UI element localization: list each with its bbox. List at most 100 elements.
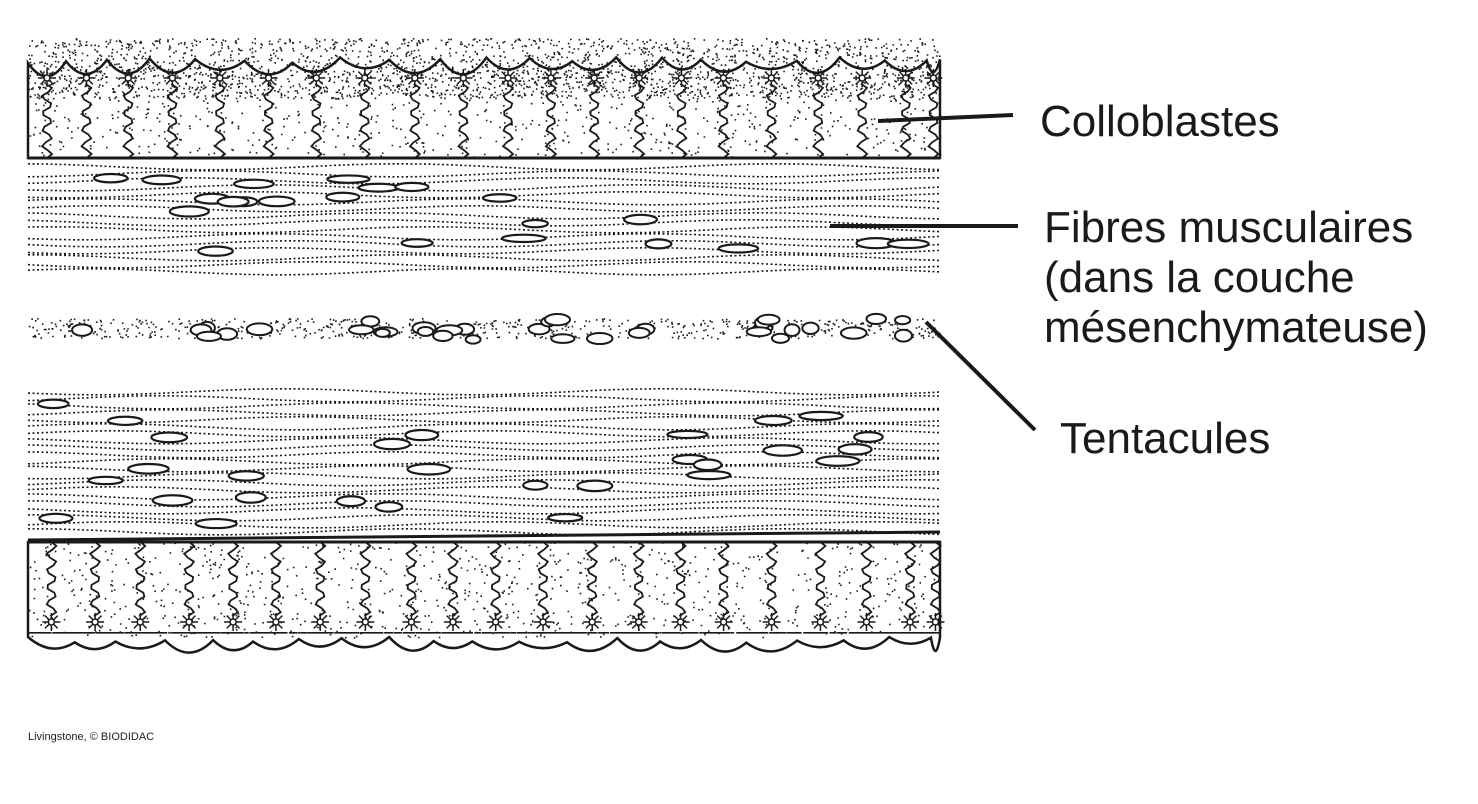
colloblast-head [443,613,462,631]
core-cell [585,331,614,346]
colloblast-head-center [590,74,599,82]
nucleus [404,428,440,442]
nucleus [394,181,430,193]
colloblast-head-center [136,618,144,626]
nucleus [87,475,124,486]
nucleus [326,174,371,184]
cell-outline [26,540,942,654]
nucleus [92,172,129,184]
core-cell [770,332,791,344]
colloblast-head [77,69,96,87]
nucleus [106,415,144,427]
nucleus [194,517,238,530]
colloblast-spiral [182,541,196,617]
colloblast-head [498,69,517,87]
nucleus [372,437,412,451]
muscle-fibre-layer-top [28,163,939,276]
colloblast-head-center [459,74,468,82]
muscle-fibre [28,500,939,508]
muscle-fibre [28,472,939,480]
colloblast-head [857,613,876,631]
colloblast-head-center [91,618,99,626]
colloblast-head-center [411,74,419,82]
core-cell [783,323,801,337]
colloblast-head [714,613,733,631]
colloblast-head [405,69,424,87]
label-tentacules: Tentacules [1060,414,1271,463]
colloblast-spiral [717,541,730,617]
colloblast-layer-top [26,38,943,160]
colloblast-head [259,69,278,87]
nucleus [36,398,70,410]
nucleus [762,444,804,457]
colloblast-head-center [272,618,280,626]
colloblast-spiral [765,83,778,159]
colloblast-head-center [168,74,177,82]
colloblast-head [534,613,553,631]
colloblast-head-center [816,618,825,626]
colloblast-head-center [407,618,416,626]
muscle-fibre [28,409,939,417]
label-fibres-line2: (dans la couche [1044,253,1355,302]
cell-outline [26,55,942,160]
muscle-fibre [28,240,939,248]
colloblast-head [583,613,602,631]
colloblast-head [266,613,285,631]
nucleus [325,191,361,203]
nucleus [197,245,234,257]
nucleus [127,462,170,475]
colloblast-head [356,613,375,631]
colloblast-head [163,69,182,87]
nucleus [798,410,844,422]
colloblast-spiral [927,83,940,159]
core-cell [374,327,391,338]
core-cell [865,312,888,326]
core-cell [893,315,912,326]
colloblast-head [180,613,199,631]
colloblast-head-center [929,74,938,82]
colloblast-head-center [767,74,776,82]
colloblast-spiral [811,83,825,159]
colloblast-spiral [457,83,470,159]
core-cell [550,333,576,344]
colloblast-spiral [359,541,372,617]
muscle-fibre [28,486,939,494]
muscle-fibre [28,465,939,473]
colloblast-head [311,613,330,631]
colloblast-head-center [43,74,51,82]
colloblast-spiral [313,541,327,617]
colloblast-spiral [903,541,917,617]
colloblast-head [585,69,604,87]
colloblast-spiral [134,541,147,617]
colloblast-head-center [316,618,324,626]
nucleus [141,174,182,186]
colloblast-head-center [124,74,133,82]
colloblast-head [454,69,473,87]
colloblast-head [42,613,61,631]
core-cell [543,313,572,327]
colloblast-head-center [676,618,685,626]
colloblast-head-center [906,618,914,626]
colloblast-head-center [635,74,643,82]
colloblast-spiral [632,541,646,617]
colloblast-spiral [446,541,460,617]
core-cell [627,326,651,339]
colloblast-head [402,613,421,631]
muscle-fibre [28,444,939,452]
muscle-fibre [28,423,939,431]
colloblast-head-center [449,618,457,626]
colloblast-head-center [634,618,643,626]
colloblast-head [224,613,243,631]
colloblast-spiral [899,83,913,159]
colloblast-spiral [80,83,93,159]
colloblast-head-center [931,618,940,626]
colloblast-spiral [226,541,240,617]
colloblast-head [714,69,733,87]
muscle-fibre [28,163,939,171]
label-colloblastes: Colloblastes [1040,97,1280,146]
colloblast-head-center [185,618,193,626]
core-cell [801,321,820,336]
tentacle-core-row [28,312,941,346]
colloblast-head-center [216,74,224,82]
